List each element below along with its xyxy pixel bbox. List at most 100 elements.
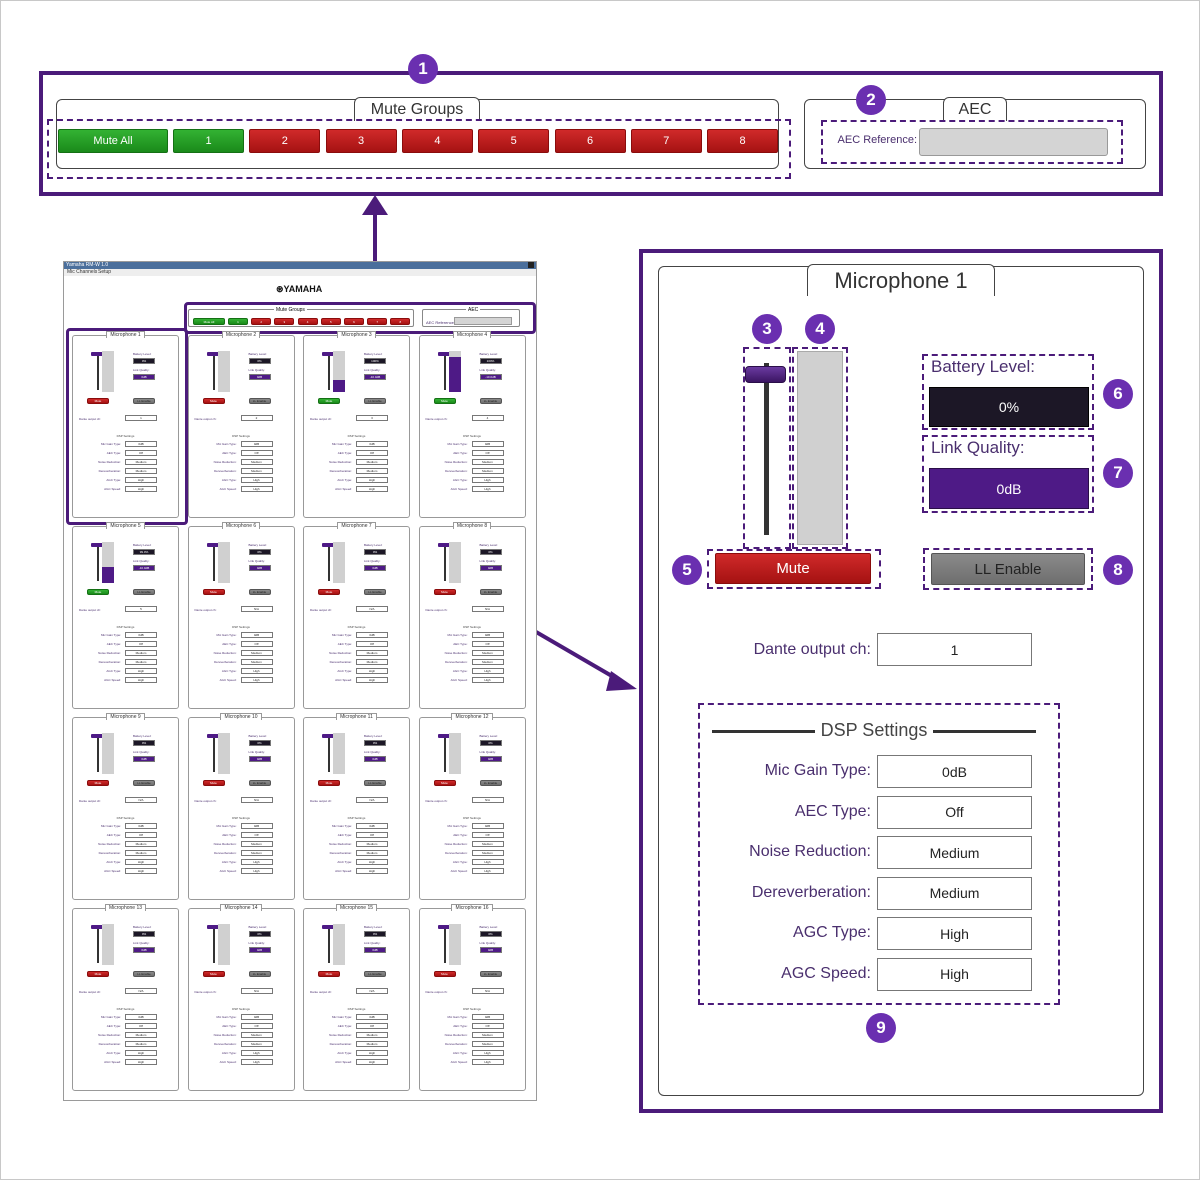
mini-dsp-field[interactable]: High xyxy=(471,668,504,674)
mini-fader-knob[interactable] xyxy=(91,734,103,738)
mini-dsp-field[interactable]: High xyxy=(125,859,157,865)
overview-mute-group-button-1[interactable]: 1 xyxy=(228,318,248,325)
mini-dsp-field[interactable]: Medium xyxy=(356,850,388,856)
mini-dsp-field[interactable]: Medium xyxy=(240,459,273,465)
mini-mute-button[interactable]: Mute xyxy=(87,971,109,977)
mini-dsp-field[interactable]: 0dB xyxy=(125,632,157,638)
mini-ll-enable-button[interactable]: LL Enable xyxy=(133,780,155,786)
mini-dsp-field[interactable]: Off xyxy=(356,450,388,456)
mini-dsp-field[interactable]: High xyxy=(240,1050,273,1056)
mini-dsp-field[interactable]: Off xyxy=(240,832,273,838)
mini-dsp-field[interactable]: Medium xyxy=(240,841,273,847)
mini-dsp-field[interactable]: High xyxy=(471,859,504,865)
overview-mute-group-button-4[interactable]: 4 xyxy=(297,318,318,325)
mini-fader-knob[interactable] xyxy=(437,543,450,547)
mini-fader-knob[interactable] xyxy=(437,352,450,356)
mini-dsp-field[interactable]: Medium xyxy=(471,459,504,465)
mini-dsp-field[interactable]: Off xyxy=(356,641,388,647)
mini-fader-knob[interactable] xyxy=(437,925,450,929)
mini-dsp-field[interactable]: High xyxy=(240,1059,273,1065)
dsp-row-field[interactable]: Off xyxy=(877,795,1032,829)
mini-mute-button[interactable]: Mute xyxy=(202,971,225,977)
mini-dsp-field[interactable]: High xyxy=(471,1059,504,1065)
mini-fader-knob[interactable] xyxy=(91,352,103,356)
mini-ll-enable-button[interactable]: LL Enable xyxy=(364,589,386,595)
mute-group-button-2[interactable]: 2 xyxy=(249,129,321,153)
menu-mic-channels[interactable]: Mic Channels xyxy=(67,269,98,275)
mini-ll-enable-button[interactable]: LL Enable xyxy=(133,971,155,977)
mini-fader-knob[interactable] xyxy=(437,734,450,738)
overview-close-icon[interactable] xyxy=(528,262,534,268)
mini-dsp-field[interactable]: Off xyxy=(356,832,388,838)
mini-ll-enable-button[interactable]: LL Enable xyxy=(133,589,155,595)
mini-dsp-field[interactable]: Medium xyxy=(240,650,273,656)
mini-dsp-field[interactable]: Medium xyxy=(240,659,273,665)
mini-fader-knob[interactable] xyxy=(206,734,219,738)
mini-dsp-field[interactable]: 0dB xyxy=(240,1014,273,1020)
mini-dante-field[interactable]: 4 xyxy=(471,415,504,421)
mini-mute-button[interactable]: Mute xyxy=(87,589,109,595)
mini-dante-field[interactable]: N/A xyxy=(240,797,273,803)
mini-fader-knob[interactable] xyxy=(206,352,219,356)
mini-ll-enable-button[interactable]: LL Enable xyxy=(133,398,155,404)
mini-dsp-field[interactable]: Medium xyxy=(356,459,388,465)
mini-dsp-field[interactable]: Medium xyxy=(125,468,157,474)
mini-dante-field[interactable]: N/A xyxy=(240,606,273,612)
mini-dsp-field[interactable]: 0dB xyxy=(125,1014,157,1020)
mini-dsp-field[interactable]: High xyxy=(356,1050,388,1056)
mini-ll-enable-button[interactable]: LL Enable xyxy=(479,780,502,786)
mini-dsp-field[interactable]: Medium xyxy=(356,1041,388,1047)
mini-dsp-field[interactable]: High xyxy=(356,668,388,674)
mini-ll-enable-button[interactable]: LL Enable xyxy=(248,589,271,595)
mini-dante-field[interactable]: N/A xyxy=(356,606,388,612)
mini-dsp-field[interactable]: High xyxy=(356,477,388,483)
mini-dante-field[interactable]: N/A xyxy=(471,797,504,803)
mini-fader-knob[interactable] xyxy=(91,925,103,929)
mini-dsp-field[interactable]: Off xyxy=(356,1023,388,1029)
mini-ll-enable-button[interactable]: LL Enable xyxy=(248,780,271,786)
mini-dante-field[interactable]: N/A xyxy=(240,988,273,994)
mini-dsp-field[interactable]: Medium xyxy=(356,841,388,847)
overview-mute-group-button-6[interactable]: 6 xyxy=(344,318,364,325)
mute-group-button-3[interactable]: 3 xyxy=(325,129,397,153)
mini-ll-enable-button[interactable]: LL Enable xyxy=(248,398,271,404)
mute-group-button-1[interactable]: 1 xyxy=(173,129,244,153)
mute-group-button-5[interactable]: 5 xyxy=(478,129,550,153)
mini-dsp-field[interactable]: High xyxy=(240,486,273,492)
mini-dsp-field[interactable]: Medium xyxy=(125,841,157,847)
mini-dsp-field[interactable]: High xyxy=(471,868,504,874)
mini-ll-enable-button[interactable]: LL Enable xyxy=(364,971,386,977)
mini-dsp-field[interactable]: Off xyxy=(471,832,504,838)
mini-mute-button[interactable]: Mute xyxy=(87,780,109,786)
mini-mute-button[interactable]: Mute xyxy=(318,971,340,977)
dante-output-field[interactable]: 1 xyxy=(877,633,1032,666)
mini-dsp-field[interactable]: 0dB xyxy=(356,632,388,638)
mini-dsp-field[interactable]: High xyxy=(471,677,504,683)
overview-mute-all-button[interactable]: Mute All xyxy=(193,318,225,325)
mini-ll-enable-button[interactable]: LL Enable xyxy=(248,971,271,977)
overview-mute-group-button-7[interactable]: 7 xyxy=(367,318,388,325)
mini-dsp-field[interactable]: Medium xyxy=(356,1032,388,1038)
mini-dsp-field[interactable]: Medium xyxy=(240,850,273,856)
mini-dante-field[interactable]: N/A xyxy=(125,988,157,994)
mini-dsp-field[interactable]: Medium xyxy=(471,659,504,665)
mini-dsp-field[interactable]: High xyxy=(356,868,388,874)
mini-dsp-field[interactable]: 0dB xyxy=(471,823,504,829)
mini-dsp-field[interactable]: Medium xyxy=(356,659,388,665)
mini-dsp-field[interactable]: Off xyxy=(125,1023,157,1029)
dsp-row-field[interactable]: Medium xyxy=(877,836,1032,869)
mini-fader-knob[interactable] xyxy=(322,734,334,738)
mini-dante-field[interactable]: 2 xyxy=(240,415,273,421)
mini-dsp-field[interactable]: High xyxy=(240,668,273,674)
mini-ll-enable-button[interactable]: LL Enable xyxy=(479,589,502,595)
mini-dsp-field[interactable]: Medium xyxy=(240,1041,273,1047)
mute-group-button-4[interactable]: 4 xyxy=(401,129,473,153)
mute-button[interactable]: Mute xyxy=(715,553,871,584)
mini-fader-knob[interactable] xyxy=(206,925,219,929)
mini-mute-button[interactable]: Mute xyxy=(87,398,109,404)
mini-mute-button[interactable]: Mute xyxy=(433,589,456,595)
mini-dsp-field[interactable]: Medium xyxy=(240,468,273,474)
mini-dsp-field[interactable]: Off xyxy=(471,641,504,647)
mini-dsp-field[interactable]: High xyxy=(125,477,157,483)
mute-group-button-8[interactable]: 8 xyxy=(707,129,779,153)
